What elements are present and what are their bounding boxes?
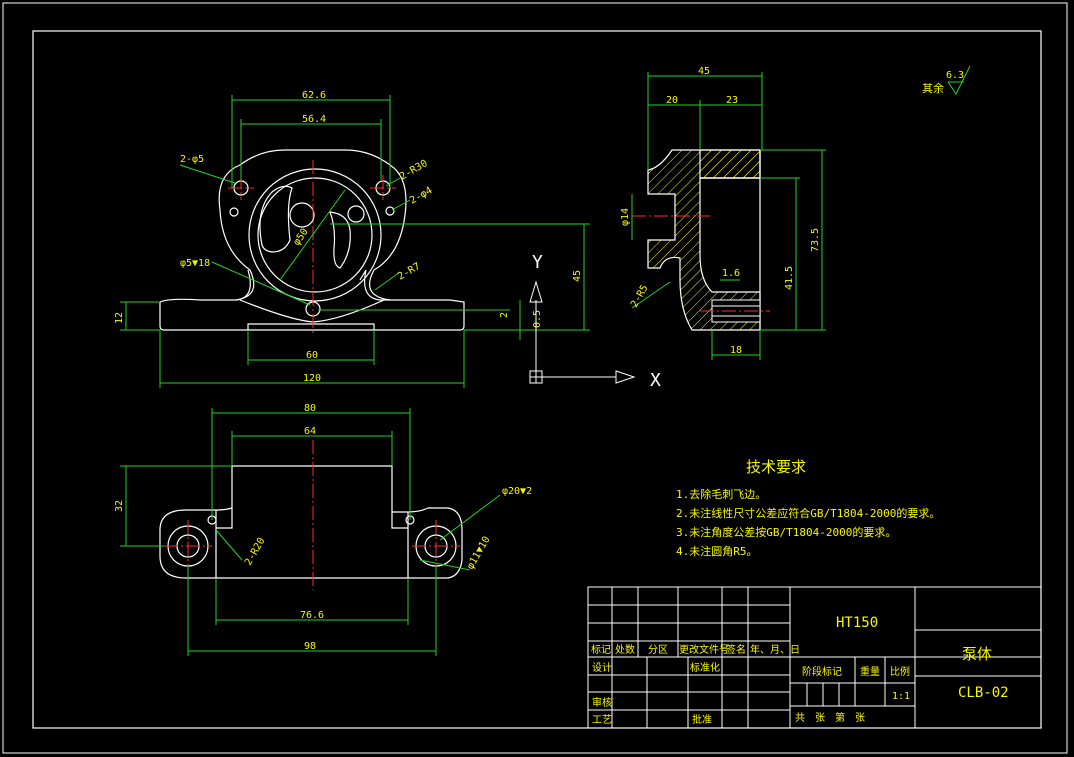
dim-0-5: 0.5 [532,310,543,328]
dim-phi11: φ11▼10 [465,535,493,572]
tb-sheets: 共 张 第 张 [795,711,865,724]
dim-73-5: 73.5 [810,228,821,252]
dim-2-phi5: 2-φ5 [180,154,204,165]
dim-18: 18 [730,345,742,356]
dim-32: 32 [114,500,125,512]
inner-border [32,30,1042,729]
dim-45-side: 45 [698,66,710,77]
front-dimension-texts: 62.6 56.4 2-φ5 2-R30 2-φ4 φ50 φ5▼18 2-R7… [114,90,583,384]
tb-stage-mark: 阶段标记 [802,665,842,678]
dim-60: 60 [306,350,318,361]
tb-scale: 1:1 [892,691,910,702]
tb-header-1: 处数 [615,643,635,656]
tb-material: HT150 [836,615,878,631]
tech-item-2: 2.未注线性尺寸公差应符合GB/T1804-2000的要求。 [676,506,940,520]
roughness-label: 其余 [922,81,944,95]
title-block [587,586,1042,729]
top-centerlines [164,440,460,590]
roughness-symbol [947,65,971,95]
dim-98: 98 [304,641,316,652]
tb-standardization: 标准化 [690,661,720,674]
dim-76-6: 76.6 [300,610,324,621]
tb-header-2: 分区 [648,644,668,656]
top-dimension-lines [120,408,501,656]
dim-2-R30: 2-R30 [398,158,430,183]
tb-header-4: 签名 [726,643,746,656]
front-dimension-lines [120,95,590,388]
roughness-value: 6.3 [946,70,964,81]
tb-header-5: 年、月、日 [750,643,800,656]
dim-2-R5: 2-R5 [629,283,651,309]
dim-45-front: 45 [572,270,583,282]
tech-item-4: 4.未注圆角R5。 [676,544,758,558]
tb-header-3: 更改文件号 [679,643,729,656]
dim-12: 12 [114,312,125,324]
dim-phi50: φ50 [291,227,310,248]
side-dimension-lines [631,72,826,360]
tb-designer: 设计 [592,661,612,674]
dim-56-4: 56.4 [302,114,326,125]
top-view [159,465,463,579]
tech-title: 技术要求 [746,458,806,476]
dim-phi5-depth: φ5▼18 [180,258,210,269]
axis-x-label: X [650,370,661,391]
dim-2-R7: 2-R7 [396,261,422,283]
dim-62-6: 62.6 [302,90,326,101]
tech-requirements: 技术要求 1.去除毛刺飞边。 2.未注线性尺寸公差应符合GB/T1804-200… [676,458,940,558]
dim-64: 64 [304,426,316,437]
front-view [159,149,465,331]
dim-2: 2 [499,312,510,318]
dim-20: 20 [666,95,678,106]
tech-item-3: 3.未注角度公差按GB/T1804-2000的要求。 [676,525,896,539]
side-view [632,149,770,331]
tb-checker: 审核 [592,696,612,709]
dim-1-6: 1.6 [722,268,740,279]
tb-drawing-no: CLB-02 [958,685,1009,701]
tb-weight: 重量 [860,665,880,678]
tb-process: 工艺 [592,714,612,726]
dim-23: 23 [726,95,738,106]
ucs-axis [529,280,636,384]
dim-2-phi4: 2-φ4 [408,185,434,207]
dim-phi20: φ20▼2 [502,486,532,497]
tb-approval: 批准 [692,713,712,726]
dim-phi14: φ14 [620,208,631,226]
tb-header-0: 标记 [591,644,611,656]
top-dimension-texts: 80 64 32 φ20▼2 2-R20 φ11▼10 76.6 98 [114,403,532,652]
dim-120: 120 [303,373,321,384]
tb-part-name: 泵体 [962,645,992,663]
tb-ratio: 比例 [890,665,910,678]
dim-41-5: 41.5 [784,266,795,290]
dim-2-R20: 2-R20 [243,536,268,568]
dim-80: 80 [304,403,316,414]
tech-item-1: 1.去除毛刺飞边。 [676,487,766,501]
title-block-texts: 标记 处数 分区 更改文件号 签名 年、月、日 设计 标准化 审核 工艺 批准 … [591,615,1009,726]
axis-y-label: Y [532,252,543,273]
